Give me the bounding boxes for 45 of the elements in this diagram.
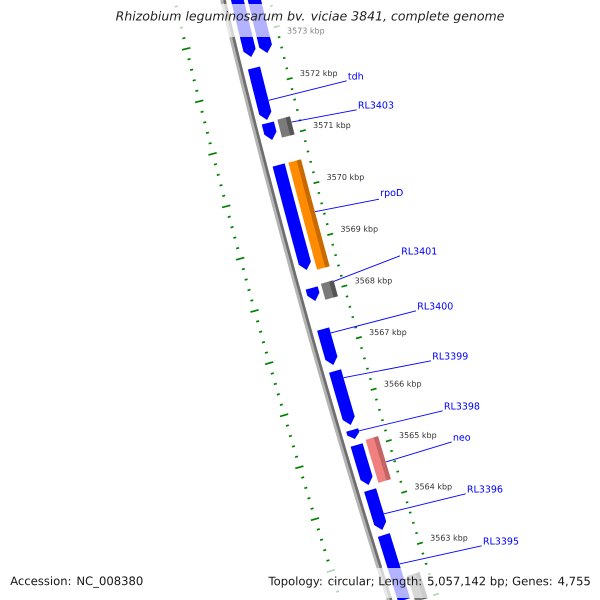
tick-label: 3572 kbp <box>300 70 338 78</box>
gene-block <box>272 163 311 270</box>
tick-label: 3567 kbp <box>370 328 406 337</box>
leader-line <box>399 545 482 564</box>
gene-label: RL3398 <box>444 402 480 410</box>
tick-label: 3563 kbp <box>430 534 468 542</box>
tick-label: 3573 kbp <box>288 27 324 36</box>
tick-label: 3569 kbp <box>341 226 378 234</box>
tick-label: 3571 kbp <box>314 122 350 130</box>
leader-line <box>333 255 400 282</box>
leader-line <box>384 493 466 514</box>
footer-text: Accession: NC_008380 <box>10 576 142 588</box>
gene-label: RL3403 <box>358 101 394 109</box>
gene-label: RL3401 <box>402 247 436 255</box>
gene-block <box>364 488 386 530</box>
tick-label: 3568 kbp <box>355 277 392 286</box>
gene-label: rpoD <box>381 189 403 198</box>
gene-block <box>262 121 276 140</box>
tick-label: 3565 kbp <box>400 432 436 440</box>
gene-block <box>248 66 272 120</box>
leader-line <box>343 360 432 378</box>
leader-line <box>291 109 358 122</box>
gene-label: tdh <box>348 72 363 80</box>
leader-line <box>385 441 452 462</box>
gene-block <box>329 369 355 425</box>
gene-box <box>277 116 295 138</box>
gene-block <box>346 428 360 439</box>
tick-label: 3564 kbp <box>415 483 452 492</box>
gene-block <box>317 327 338 365</box>
gene-label: RL3395 <box>484 537 518 545</box>
gene-label: RL3396 <box>468 485 502 493</box>
leader-line <box>330 310 416 334</box>
gene-label: neo <box>454 435 470 441</box>
footer-text: Topology: circular; Length: 5,057,142 bp; Genes: 4,755 <box>268 576 590 588</box>
gene-block <box>306 286 320 301</box>
gene-block <box>350 443 373 485</box>
gene-label: RL3400 <box>418 302 453 310</box>
leader-line <box>268 80 348 101</box>
gene-label: RL3399 <box>433 352 468 360</box>
tick-label: 3566 kbp <box>384 380 422 388</box>
leader-line <box>314 198 380 212</box>
title: Rhizobium leguminosarum bv. viciae 3841, complete genome <box>116 10 504 24</box>
leader-line <box>358 410 444 432</box>
tick-label: 3570 kbp <box>327 174 364 182</box>
gene-box <box>320 280 338 300</box>
